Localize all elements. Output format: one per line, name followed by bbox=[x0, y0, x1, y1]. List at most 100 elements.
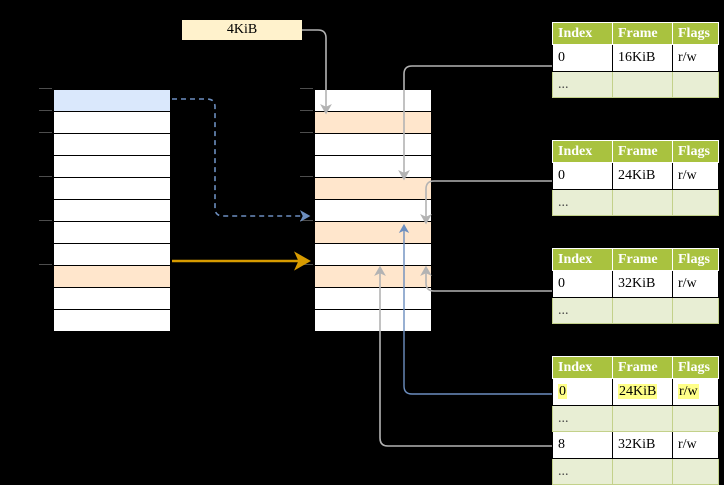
virtual-tick-8 bbox=[39, 264, 52, 265]
page-table-1-r1-c0: ... bbox=[552, 71, 613, 98]
physical-row-row-7 bbox=[314, 243, 432, 266]
page-table-1-r1-c1 bbox=[612, 71, 673, 98]
page-table-2-r0-c0: 0 bbox=[552, 162, 613, 190]
page-table-3-header-frame: Frame bbox=[612, 248, 673, 271]
page-table-4-r0-c0: 0 bbox=[552, 378, 613, 406]
page-table-3-row-1: ... bbox=[552, 297, 719, 324]
left-column-ticks bbox=[39, 88, 52, 330]
page-table-2-header-frame: Frame bbox=[612, 140, 673, 163]
wire-table3-to-physical bbox=[420, 265, 552, 292]
virtual-row-row-0 bbox=[53, 89, 171, 112]
page-table-2-r1-c0: ... bbox=[552, 189, 613, 216]
physical-tick-4 bbox=[300, 176, 313, 177]
page-table-3-header-index: Index bbox=[552, 248, 613, 271]
page-table-4-row-0: 0 24KiB r/w bbox=[552, 378, 719, 406]
page-table-1-header-index: Index bbox=[552, 22, 613, 45]
page-table-1-header-frame: Frame bbox=[612, 22, 673, 45]
page-table-4-header-frame: Frame bbox=[612, 356, 673, 379]
physical-tick-0 bbox=[300, 88, 313, 89]
highlighted-value: 24KiB bbox=[618, 384, 658, 399]
virtual-tick-6 bbox=[39, 220, 52, 221]
page-table-4-r1-c0: ... bbox=[552, 405, 613, 432]
physical-tick-6 bbox=[300, 220, 313, 221]
page-table-2-r0-c2: r/w bbox=[672, 162, 719, 190]
virtual-row-row-9 bbox=[53, 287, 171, 310]
highlighted-value: r/w bbox=[678, 384, 699, 399]
virtual-tick-2 bbox=[39, 132, 52, 133]
physical-row-row-5 bbox=[314, 199, 432, 222]
page-table-1-r0-c1: 16KiB bbox=[612, 44, 673, 72]
physical-row-row-4 bbox=[314, 177, 432, 200]
virtual-row-row-2 bbox=[53, 133, 171, 156]
page-table-4-r2-c0: 8 bbox=[552, 431, 613, 459]
page-table-4-r3-c0: ... bbox=[552, 458, 613, 485]
page-table-4-r0-c1: 24KiB bbox=[612, 378, 673, 406]
virtual-row-row-3 bbox=[53, 155, 171, 178]
virtual-row-row-10 bbox=[53, 309, 171, 332]
page-table-3-r0-c0: 0 bbox=[552, 270, 613, 298]
virtual-row-row-7 bbox=[53, 243, 171, 266]
virtual-tick-4 bbox=[39, 176, 52, 177]
middle-column-ticks bbox=[300, 88, 313, 330]
page-table-4-r0-c2: r/w bbox=[672, 378, 719, 406]
physical-tick-8 bbox=[300, 264, 313, 265]
physical-row-row-8 bbox=[314, 265, 432, 288]
page-table-4-row-3: ... bbox=[552, 458, 719, 485]
page-table-2-r1-c1 bbox=[612, 189, 673, 216]
page-table-4-r3-c2 bbox=[672, 458, 719, 485]
physical-row-row-9 bbox=[314, 287, 432, 310]
page-table-4-header-index: Index bbox=[552, 356, 613, 379]
virtual-address-column bbox=[52, 88, 172, 332]
page-table-3-r1-c0: ... bbox=[552, 297, 613, 324]
page-table-4-row-1: ... bbox=[552, 405, 719, 432]
physical-row-row-1 bbox=[314, 111, 432, 134]
wire-blue-dashed-virtual-to-physical bbox=[172, 98, 311, 222]
page-table-2-header-index: Index bbox=[552, 140, 613, 163]
page-table-3-r1-c1 bbox=[612, 297, 673, 324]
page-table-3-header-flags: Flags bbox=[672, 248, 719, 271]
page-table-1-r1-c2 bbox=[672, 71, 719, 98]
physical-row-row-10 bbox=[314, 309, 432, 332]
page-table-3-r1-c2 bbox=[672, 297, 719, 324]
physical-row-row-3 bbox=[314, 155, 432, 178]
page-table-2-row-1: ... bbox=[552, 189, 719, 216]
page-table-4-r2-c1: 32KiB bbox=[612, 431, 673, 459]
page-table-1-row-1: ... bbox=[552, 71, 719, 98]
page-table-3-r0-c1: 32KiB bbox=[612, 270, 673, 298]
virtual-row-row-1 bbox=[53, 111, 171, 134]
wire-table2-to-physical bbox=[420, 180, 552, 225]
page-table-4-r3-c1 bbox=[612, 458, 673, 485]
physical-tick-2 bbox=[300, 132, 313, 133]
physical-memory-column bbox=[313, 88, 433, 332]
physical-row-row-6 bbox=[314, 221, 432, 244]
physical-row-row-2 bbox=[314, 133, 432, 156]
page-table-1-r0-c2: r/w bbox=[672, 44, 719, 72]
page-table-4-header-flags: Flags bbox=[672, 356, 719, 379]
page-table-4-r1-c2 bbox=[672, 405, 719, 432]
virtual-row-row-4 bbox=[53, 177, 171, 200]
virtual-row-row-5 bbox=[53, 199, 171, 222]
virtual-tick-0 bbox=[39, 88, 52, 89]
page-size-label: 4KiB bbox=[182, 20, 302, 40]
page-table-2-header-flags: Flags bbox=[672, 140, 719, 163]
page-table-2-r1-c2 bbox=[672, 189, 719, 216]
highlighted-value: 0 bbox=[558, 384, 567, 399]
virtual-tick-1 bbox=[39, 110, 52, 111]
